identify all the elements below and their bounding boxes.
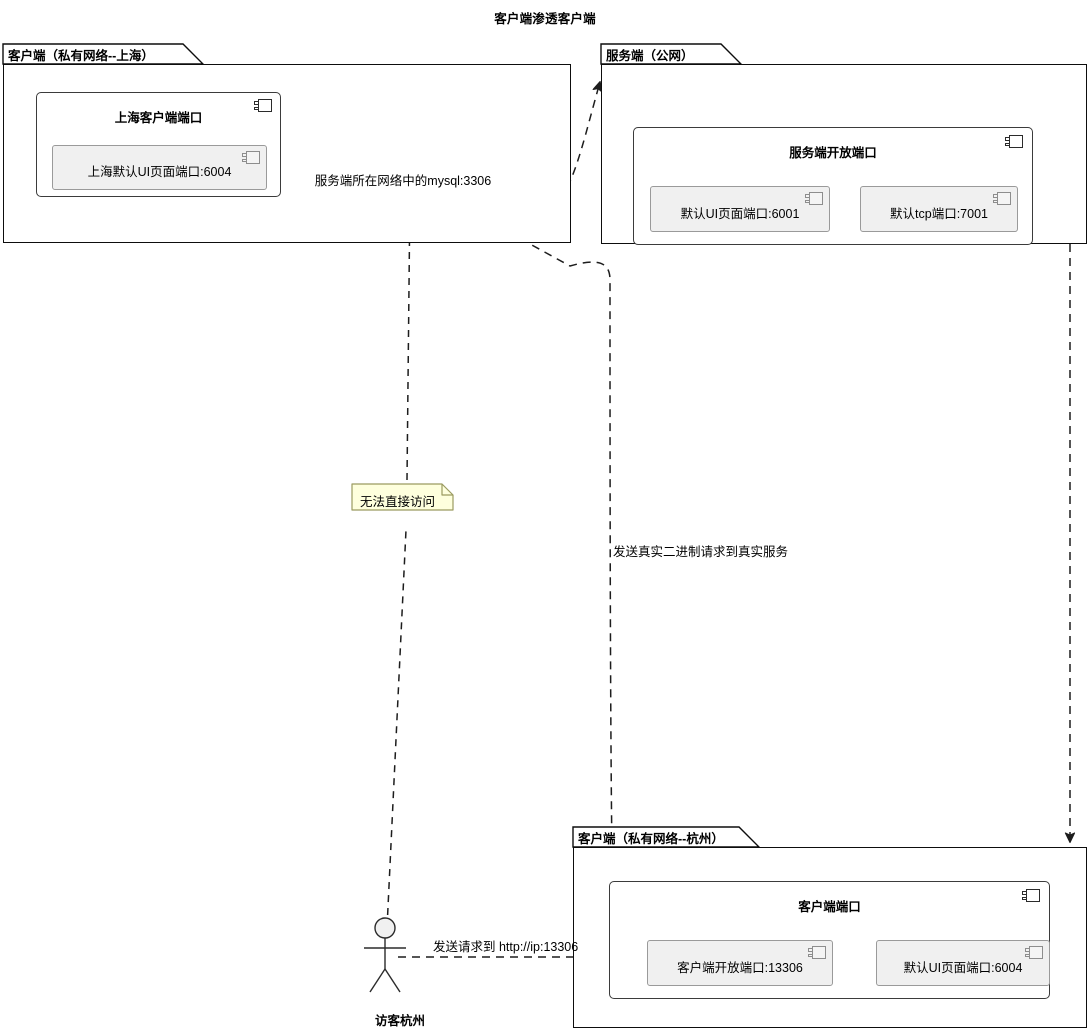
component-client-port[interactable]: 客户端端口 客户端开放端口:13306 默认UI页面端口:6004: [609, 881, 1050, 999]
edge-label-send-request-http: 发送请求到 http://ip:13306: [433, 940, 579, 954]
component-title: 上海客户端端口: [114, 111, 203, 125]
database-server-network-mysql[interactable]: 服务端所在网络中的mysql:3306: [286, 142, 520, 197]
component-title: 客户端端口: [798, 900, 861, 914]
note-text: 无法直接访问: [360, 495, 436, 509]
port-shanghai-ui-6004[interactable]: 上海默认UI页面端口:6004: [52, 145, 267, 190]
actor-visitor-hangzhou[interactable]: 访客杭州: [375, 918, 425, 1028]
actor-label: 访客杭州: [374, 1014, 425, 1028]
uml-component-icon: [808, 946, 826, 959]
uml-icon-body: [246, 151, 260, 164]
port-client-ui-6004[interactable]: 默认UI页面端口:6004: [876, 940, 1050, 986]
port-label: 客户端开放端口:13306: [677, 961, 803, 975]
uml-component-icon: [254, 99, 272, 112]
port-client-open-13306[interactable]: 客户端开放端口:13306: [647, 940, 833, 986]
uml-component-icon: [805, 192, 823, 205]
uml-component-icon: [1005, 135, 1023, 148]
uml-component-icon: [242, 151, 260, 164]
uml-icon-body: [1009, 135, 1023, 148]
package-title-client-shanghai: 客户端（私有网络--上海）: [8, 48, 154, 63]
database-label: 服务端所在网络中的mysql:3306: [314, 174, 492, 188]
port-label: 上海默认UI页面端口:6004: [87, 165, 232, 179]
uml-icon-body: [1026, 889, 1040, 902]
port-server-tcp-7001[interactable]: 默认tcp端口:7001: [860, 186, 1018, 232]
package-title-client-hangzhou: 客户端（私有网络--杭州）: [578, 831, 724, 846]
uml-icon-body: [1029, 946, 1043, 959]
edge-visitor-to-mysql: [386, 189, 411, 929]
package-title-server-public: 服务端（公网）: [606, 48, 694, 63]
uml-component-icon: [1025, 946, 1043, 959]
uml-icon-body: [258, 99, 272, 112]
package-client-hangzhou: 客户端（私有网络--杭州） 客户端端口 客户端开放端口:13306: [573, 827, 1087, 1028]
port-label: 默认UI页面端口:6004: [903, 961, 1023, 975]
port-server-ui-6001[interactable]: 默认UI页面端口:6001: [650, 186, 830, 232]
edge-label-binary-request: 发送真实二进制请求到真实服务: [613, 545, 789, 559]
component-server-open-port[interactable]: 服务端开放端口 默认UI页面端口:6001 默认tcp端口:7001: [633, 127, 1033, 245]
uml-icon-body: [809, 192, 823, 205]
uml-icon-body: [812, 946, 826, 959]
uml-icon-body: [997, 192, 1011, 205]
port-label: 默认tcp端口:7001: [890, 207, 988, 221]
page-title: 客户端渗透客户端: [494, 12, 596, 26]
note-cannot-access-directly[interactable]: 无法直接访问: [352, 484, 453, 510]
port-label: 默认UI页面端口:6001: [680, 207, 800, 221]
package-client-shanghai: 客户端（私有网络--上海） 上海客户端端口 上海默认UI页面端口:6004: [3, 44, 571, 243]
component-title: 服务端开放端口: [789, 146, 877, 160]
component-shanghai-client-port[interactable]: 上海客户端端口 上海默认UI页面端口:6004: [36, 92, 281, 197]
package-server-public: 服务端（公网） 服务端开放端口 默认UI页面端口:6001: [601, 44, 1087, 245]
uml-component-icon: [1022, 889, 1040, 902]
uml-component-icon: [993, 192, 1011, 205]
